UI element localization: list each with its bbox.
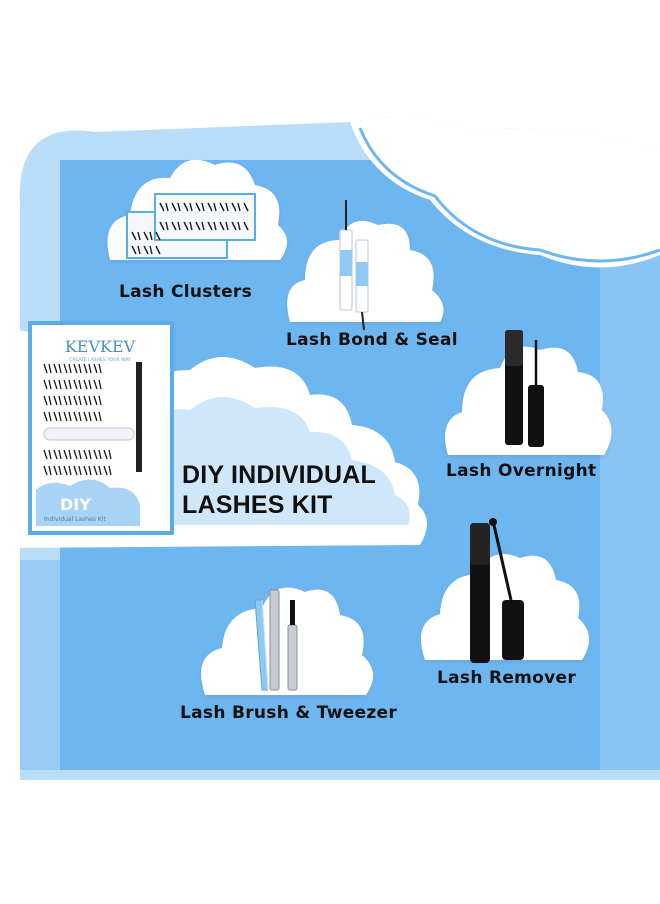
lash-overnight-product: [505, 330, 544, 447]
kit-box-badge: DIY: [60, 495, 91, 514]
lash-clusters-product: [126, 193, 256, 259]
lash-brush-tweezer-product: [254, 589, 298, 691]
kit-box-tagline: CREATE LASHES YOUR WAY: [69, 357, 131, 363]
cloud-lash-brush-tweezer: [201, 587, 374, 695]
label-lash-bond-seal: Lash Bond & Seal: [286, 330, 458, 350]
lash-remover-product: [470, 518, 524, 663]
kit-title-line1: DIY INDIVIDUAL: [182, 461, 377, 489]
kit-box-brand: KEVKEV: [65, 337, 136, 356]
label-lash-remover: Lash Remover: [437, 668, 577, 688]
kit-title: DIY INDIVIDUAL LASHES KIT: [182, 460, 376, 520]
lash-bond-seal-product: [339, 200, 369, 331]
label-lash-clusters: Lash Clusters: [119, 282, 253, 302]
kit-title-line2: LASHES KIT: [182, 491, 333, 519]
kit-box-subtitle: Individual Lashes Kit: [44, 516, 106, 523]
label-lash-brush-tweezer: Lash Brush & Tweezer: [180, 703, 398, 723]
label-lash-overnight: Lash Overnight: [446, 461, 597, 481]
kit-box: KEVKEV CREATE LASHES YOUR WAY DIY Indivi…: [28, 321, 174, 535]
